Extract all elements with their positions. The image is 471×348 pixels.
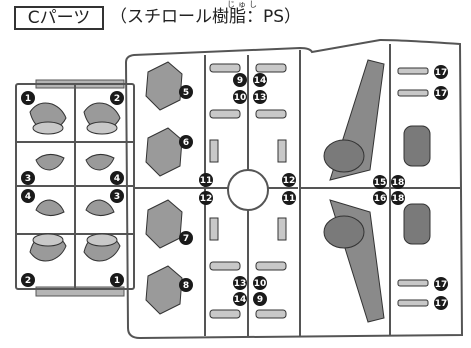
marker-18b: 18: [391, 191, 405, 205]
svg-text:4: 4: [25, 192, 31, 202]
marker-8: 8: [179, 278, 193, 292]
marker-4a: 4: [110, 171, 124, 185]
svg-text:7: 7: [183, 234, 189, 244]
material-label: （スチロール樹脂：PS）: [110, 6, 301, 30]
marker-17c: 17: [434, 277, 448, 291]
part-number-markers: 1 2 3 4 4 3 2 1 5 6 7 8 9 14 10 13 11 12…: [21, 65, 448, 310]
marker-2a: 2: [110, 91, 124, 105]
marker-15: 15: [373, 175, 387, 189]
marker-6: 6: [179, 135, 193, 149]
left-parts: [29, 102, 121, 262]
marker-13a: 13: [253, 90, 267, 104]
svg-text:11: 11: [200, 176, 213, 186]
svg-text:14: 14: [234, 295, 247, 305]
svg-text:9: 9: [257, 295, 263, 305]
svg-text:4: 4: [114, 174, 120, 184]
marker-4b: 4: [21, 189, 35, 203]
marker-2b: 2: [21, 273, 35, 287]
svg-text:18: 18: [392, 178, 405, 188]
svg-text:14: 14: [254, 76, 267, 86]
svg-text:1: 1: [114, 276, 120, 286]
left-runner: [15, 79, 135, 297]
material-ruby: じゅし: [227, 0, 260, 9]
marker-5: 5: [179, 85, 193, 99]
svg-text:1: 1: [25, 94, 31, 104]
marker-13b: 13: [233, 276, 247, 290]
svg-text:2: 2: [25, 276, 31, 286]
svg-text:13: 13: [234, 279, 247, 289]
svg-text:6: 6: [183, 138, 189, 148]
svg-text:17: 17: [435, 280, 448, 290]
marker-14b: 14: [233, 292, 247, 306]
svg-text:13: 13: [254, 93, 267, 103]
marker-17b: 17: [434, 86, 448, 100]
marker-18a: 18: [391, 175, 405, 189]
svg-text:17: 17: [435, 68, 448, 78]
svg-text:5: 5: [183, 88, 189, 98]
svg-text:2: 2: [114, 94, 120, 104]
marker-1b: 1: [110, 273, 124, 287]
svg-text:10: 10: [234, 93, 247, 103]
marker-12b: 12: [199, 191, 213, 205]
marker-14a: 14: [253, 73, 267, 87]
svg-text:11: 11: [283, 194, 296, 204]
svg-text:16: 16: [374, 194, 387, 204]
marker-12a: 12: [282, 173, 296, 187]
svg-text:3: 3: [25, 174, 31, 184]
svg-text:17: 17: [435, 299, 448, 309]
svg-text:15: 15: [374, 178, 387, 188]
svg-text:18: 18: [392, 194, 405, 204]
marker-3a: 3: [21, 171, 35, 185]
marker-9a: 9: [233, 73, 247, 87]
marker-1a: 1: [21, 91, 35, 105]
svg-text:9: 9: [237, 76, 243, 86]
marker-11b: 11: [282, 191, 296, 205]
marker-17a: 17: [434, 65, 448, 79]
marker-11a: 11: [199, 173, 213, 187]
svg-text:12: 12: [283, 176, 296, 186]
svg-text:3: 3: [114, 192, 120, 202]
marker-10b: 10: [253, 276, 267, 290]
marker-7: 7: [179, 231, 193, 245]
svg-text:17: 17: [435, 89, 448, 99]
material-text: （スチロール樹脂：PS）: [110, 7, 302, 27]
marker-10a: 10: [233, 90, 247, 104]
marker-16: 16: [373, 191, 387, 205]
marker-17d: 17: [434, 296, 448, 310]
part-label: Cパーツ: [14, 6, 104, 30]
marker-9b: 9: [253, 292, 267, 306]
marker-3b: 3: [110, 189, 124, 203]
svg-text:12: 12: [200, 194, 213, 204]
svg-text:10: 10: [254, 279, 267, 289]
svg-text:8: 8: [183, 281, 189, 291]
main-parts: [145, 59, 431, 323]
